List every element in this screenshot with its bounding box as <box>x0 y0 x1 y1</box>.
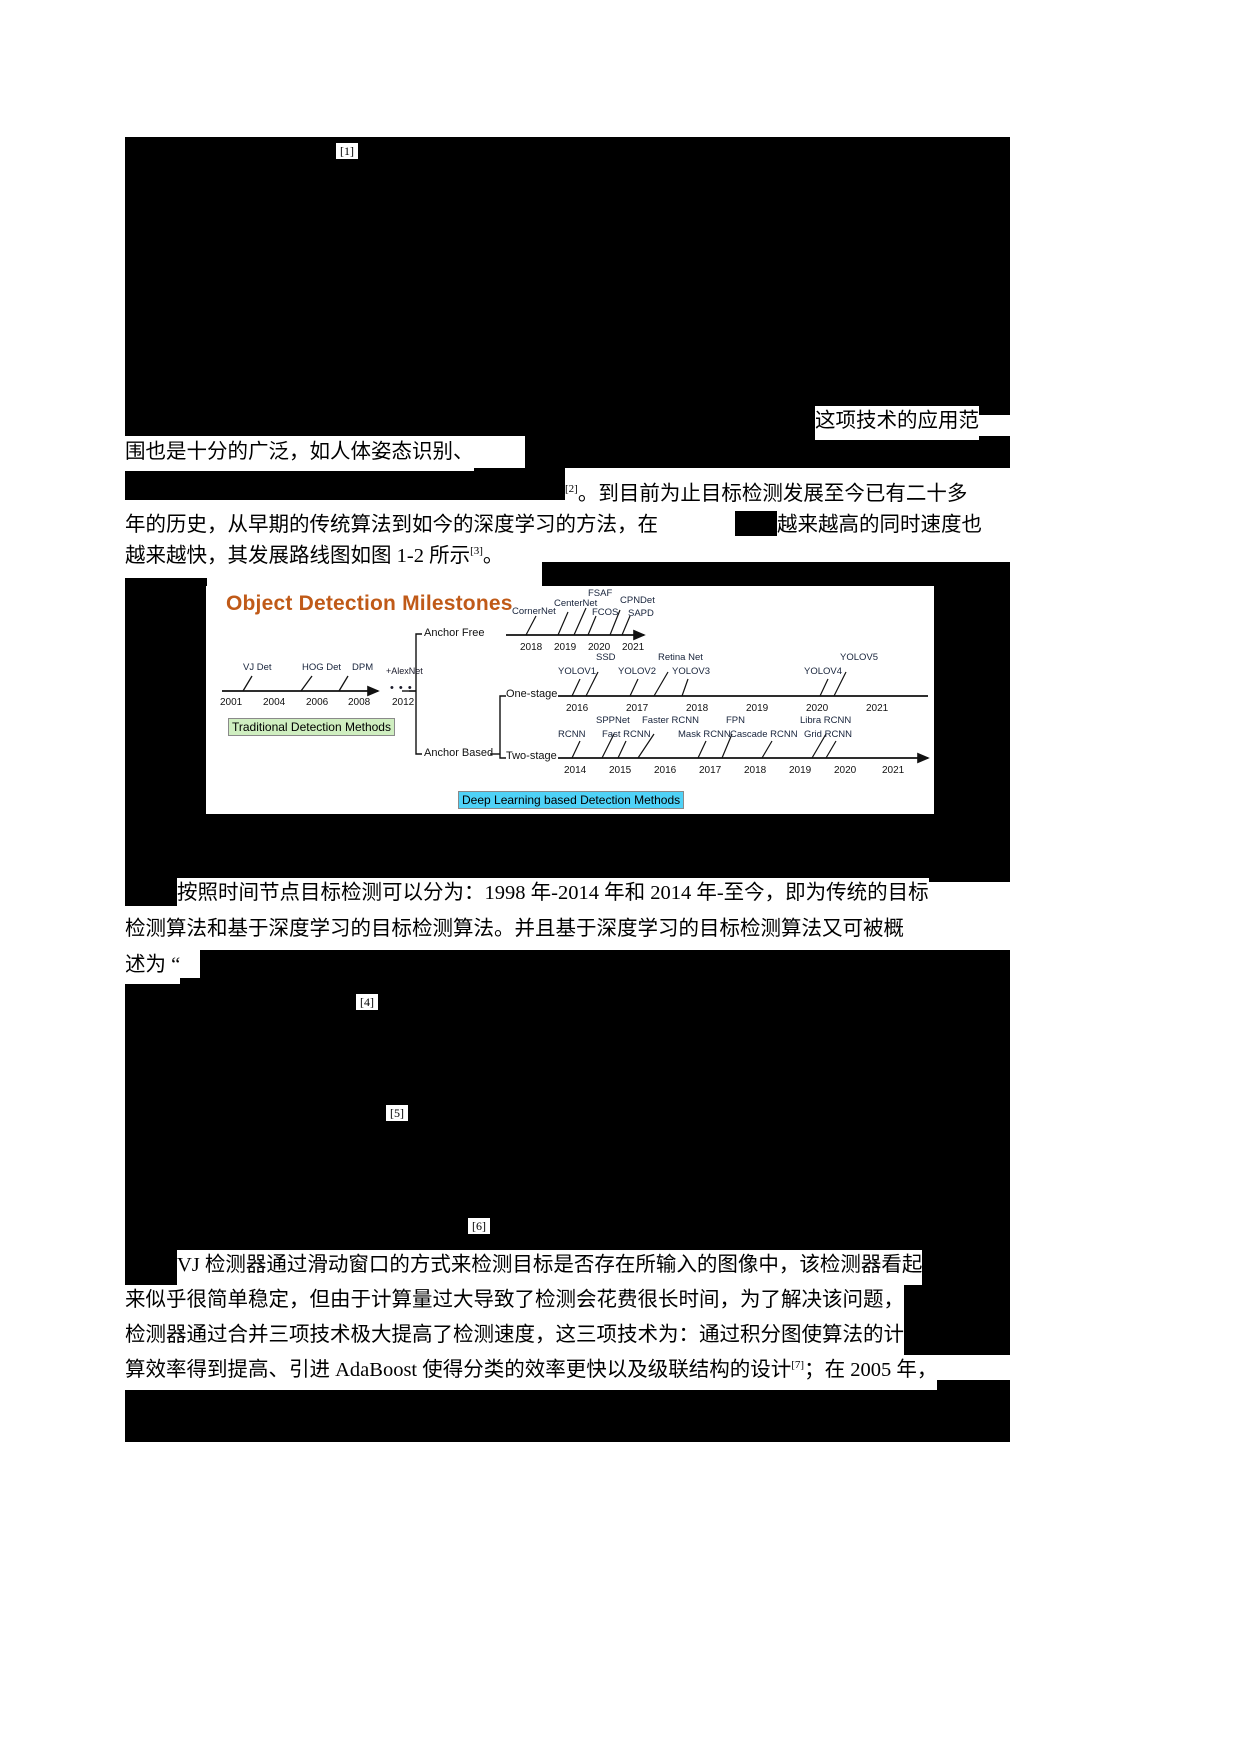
milestone-yolov3: YOLOV3 <box>672 666 711 677</box>
milestone-yolov5: YOLOV5 <box>840 652 879 663</box>
figure-object-detection-milestones: Object Detection Milestones <box>206 586 934 814</box>
redaction-block-indent-line-f <box>125 876 177 906</box>
footnote-chip-1: [1] <box>336 143 358 159</box>
text-line-i: VJ 检测器通过滑动窗口的方式来检测目标是否存在所输入的图像中，该检测器看起 <box>177 1250 923 1285</box>
footnote-chip-4: [4] <box>356 994 378 1010</box>
tag-deep-learning-detection-methods: Deep Learning based Detection Methods <box>458 791 685 809</box>
year-ts-2014: 2014 <box>564 765 587 776</box>
year-ts-2016: 2016 <box>654 765 677 776</box>
milestone-fcos: FCOS <box>592 607 619 618</box>
text-line-f: 按照时间节点目标检测可以分为：1998 年-2014 年和 2014 年-至今，… <box>177 878 929 912</box>
milestone-fpn: FPN <box>726 715 745 726</box>
year-af-2020: 2020 <box>588 642 611 653</box>
milestone-libra-rcnn: Libra RCNN <box>800 715 852 726</box>
redaction-block-right-of-line-a <box>125 406 815 436</box>
footnote-ref-7: [7] <box>791 1359 805 1372</box>
milestone-yolov4: YOLOV4 <box>804 666 843 677</box>
year-2006: 2006 <box>306 697 329 708</box>
footnote-chip-6: [6] <box>468 1218 490 1234</box>
redaction-block-indent-line-i <box>125 1248 177 1280</box>
milestone-fsaf: FSAF <box>588 588 613 599</box>
milestone-yolov1: YOLOV1 <box>558 666 597 677</box>
text-line-k: 检测器通过合并三项技术极大提高了检测速度，这三项技术为：通过积分图使算法的计 <box>125 1320 904 1355</box>
text-line-c-body: 。到目前为止目标检测发展至今已有二十多 <box>577 483 968 505</box>
milestone-centernet: CenterNet <box>554 598 598 609</box>
text-line-e-period: 。 <box>482 545 504 567</box>
year-2008: 2008 <box>348 697 371 708</box>
redaction-block-top <box>125 137 1010 415</box>
year-os-2017: 2017 <box>626 703 649 714</box>
milestone-vj-det: VJ Det <box>243 662 272 673</box>
text-line-d-part2: 越来越高的同时速度也 <box>777 510 982 542</box>
milestone-cornernet: CornerNet <box>512 606 556 617</box>
milestone-dpm: DPM <box>352 662 374 673</box>
figure-lines-svg <box>222 607 930 764</box>
milestone-faster-rcnn: Faster RCNN <box>642 715 700 726</box>
branch-anchor-free: Anchor Free <box>424 627 485 639</box>
year-os-2016: 2016 <box>566 703 589 714</box>
milestone-fast-rcnn: Fast RCNN <box>602 729 651 740</box>
year-ts-2019: 2019 <box>789 765 812 776</box>
tag-traditional-detection-methods: Traditional Detection Methods <box>228 718 395 736</box>
redaction-block-figure-margin-left <box>125 578 207 818</box>
year-ts-2021: 2021 <box>882 765 905 776</box>
milestone-sapd: SAPD <box>628 608 654 619</box>
ellipsis-label: • • • <box>390 682 413 694</box>
year-os-2021: 2021 <box>866 703 889 714</box>
milestone-rcnn: RCNN <box>558 729 586 740</box>
text-line-g: 检测算法和基于深度学习的目标检测算法。并且基于深度学习的目标检测算法又可被概 <box>125 914 904 948</box>
footnote-chip-5: [5] <box>386 1105 408 1121</box>
milestone-grid-rcnn: Grid RCNN <box>804 729 853 740</box>
year-ts-2018: 2018 <box>744 765 767 776</box>
year-2012: 2012 <box>392 697 415 708</box>
footnote-ref-2: [2] <box>565 483 578 496</box>
year-ts-2015: 2015 <box>609 765 632 776</box>
milestone-cpndet: CPNDet <box>620 595 655 606</box>
text-line-e: 越来越快，其发展路线图如图 1-2 所示[3]。 <box>125 541 504 573</box>
text-line-h: 述为 “ <box>125 950 181 984</box>
year-ts-2020: 2020 <box>834 765 857 776</box>
year-os-2020: 2020 <box>806 703 829 714</box>
redaction-block-right-of-line-b <box>525 436 1010 468</box>
text-line-b: 围也是十分的广泛，如人体姿态识别、 <box>125 437 474 471</box>
milestone-ssd: SSD <box>596 652 616 663</box>
milestone-cascade-rcnn: Cascade RCNN <box>730 729 798 740</box>
footnote-ref-3: [3] <box>470 545 483 558</box>
redaction-block-after-line-h <box>200 950 1010 980</box>
redaction-block-inline-d <box>735 508 777 536</box>
year-af-2021: 2021 <box>622 642 645 653</box>
branch-two-stage: Two-stage <box>506 750 557 762</box>
text-line-a: 这项技术的应用范 <box>815 406 979 440</box>
text-line-l-body: 算效率得到提高、引进 AdaBoost 使得分类的效率更快以及级联结构的设计 <box>125 1359 792 1381</box>
text-line-d-part1: 年的历史，从早期的传统算法到如今的深度学习的方法，在 <box>125 510 658 542</box>
year-2004: 2004 <box>263 697 286 708</box>
milestone-yolov2: YOLOV2 <box>618 666 657 677</box>
text-line-l-tail: ；在 2005 年， <box>804 1359 938 1381</box>
redaction-block-bottom <box>125 1380 1010 1442</box>
year-2001: 2001 <box>220 697 243 708</box>
year-af-2018: 2018 <box>520 642 543 653</box>
branch-one-stage: One-stage <box>506 688 558 700</box>
year-os-2018: 2018 <box>686 703 709 714</box>
figure-title: Object Detection Milestones <box>226 592 513 615</box>
alexnet-label: +AlexNet <box>386 666 423 676</box>
text-line-c: [2]。到目前为止目标检测发展至今已有二十多 <box>565 479 968 511</box>
redaction-block-figure-margin-right <box>932 578 1010 818</box>
redaction-block-before-note2 <box>125 468 565 500</box>
redaction-block-middle <box>125 978 1010 1250</box>
milestone-mask-rcnn: Mask RCNN <box>678 729 731 740</box>
branch-anchor-based: Anchor Based <box>424 747 494 759</box>
year-os-2019: 2019 <box>746 703 769 714</box>
text-line-e-body: 越来越快，其发展路线图如图 1-2 所示 <box>125 545 471 567</box>
milestone-hog-det: HOG Det <box>302 662 342 673</box>
year-af-2019: 2019 <box>554 642 577 653</box>
year-ts-2017: 2017 <box>699 765 722 776</box>
text-line-j: 来似乎很简单稳定，但由于计算量过大导致了检测会花费很长时间，为了解决该问题， <box>125 1285 904 1320</box>
text-line-l: 算效率得到提高、引进 AdaBoost 使得分类的效率更快以及级联结构的设计[7… <box>125 1355 938 1390</box>
redaction-block-below-figure <box>125 812 1010 882</box>
milestone-retina-net: Retina Net <box>658 652 703 663</box>
milestone-sppnet: SPPNet <box>596 715 630 726</box>
